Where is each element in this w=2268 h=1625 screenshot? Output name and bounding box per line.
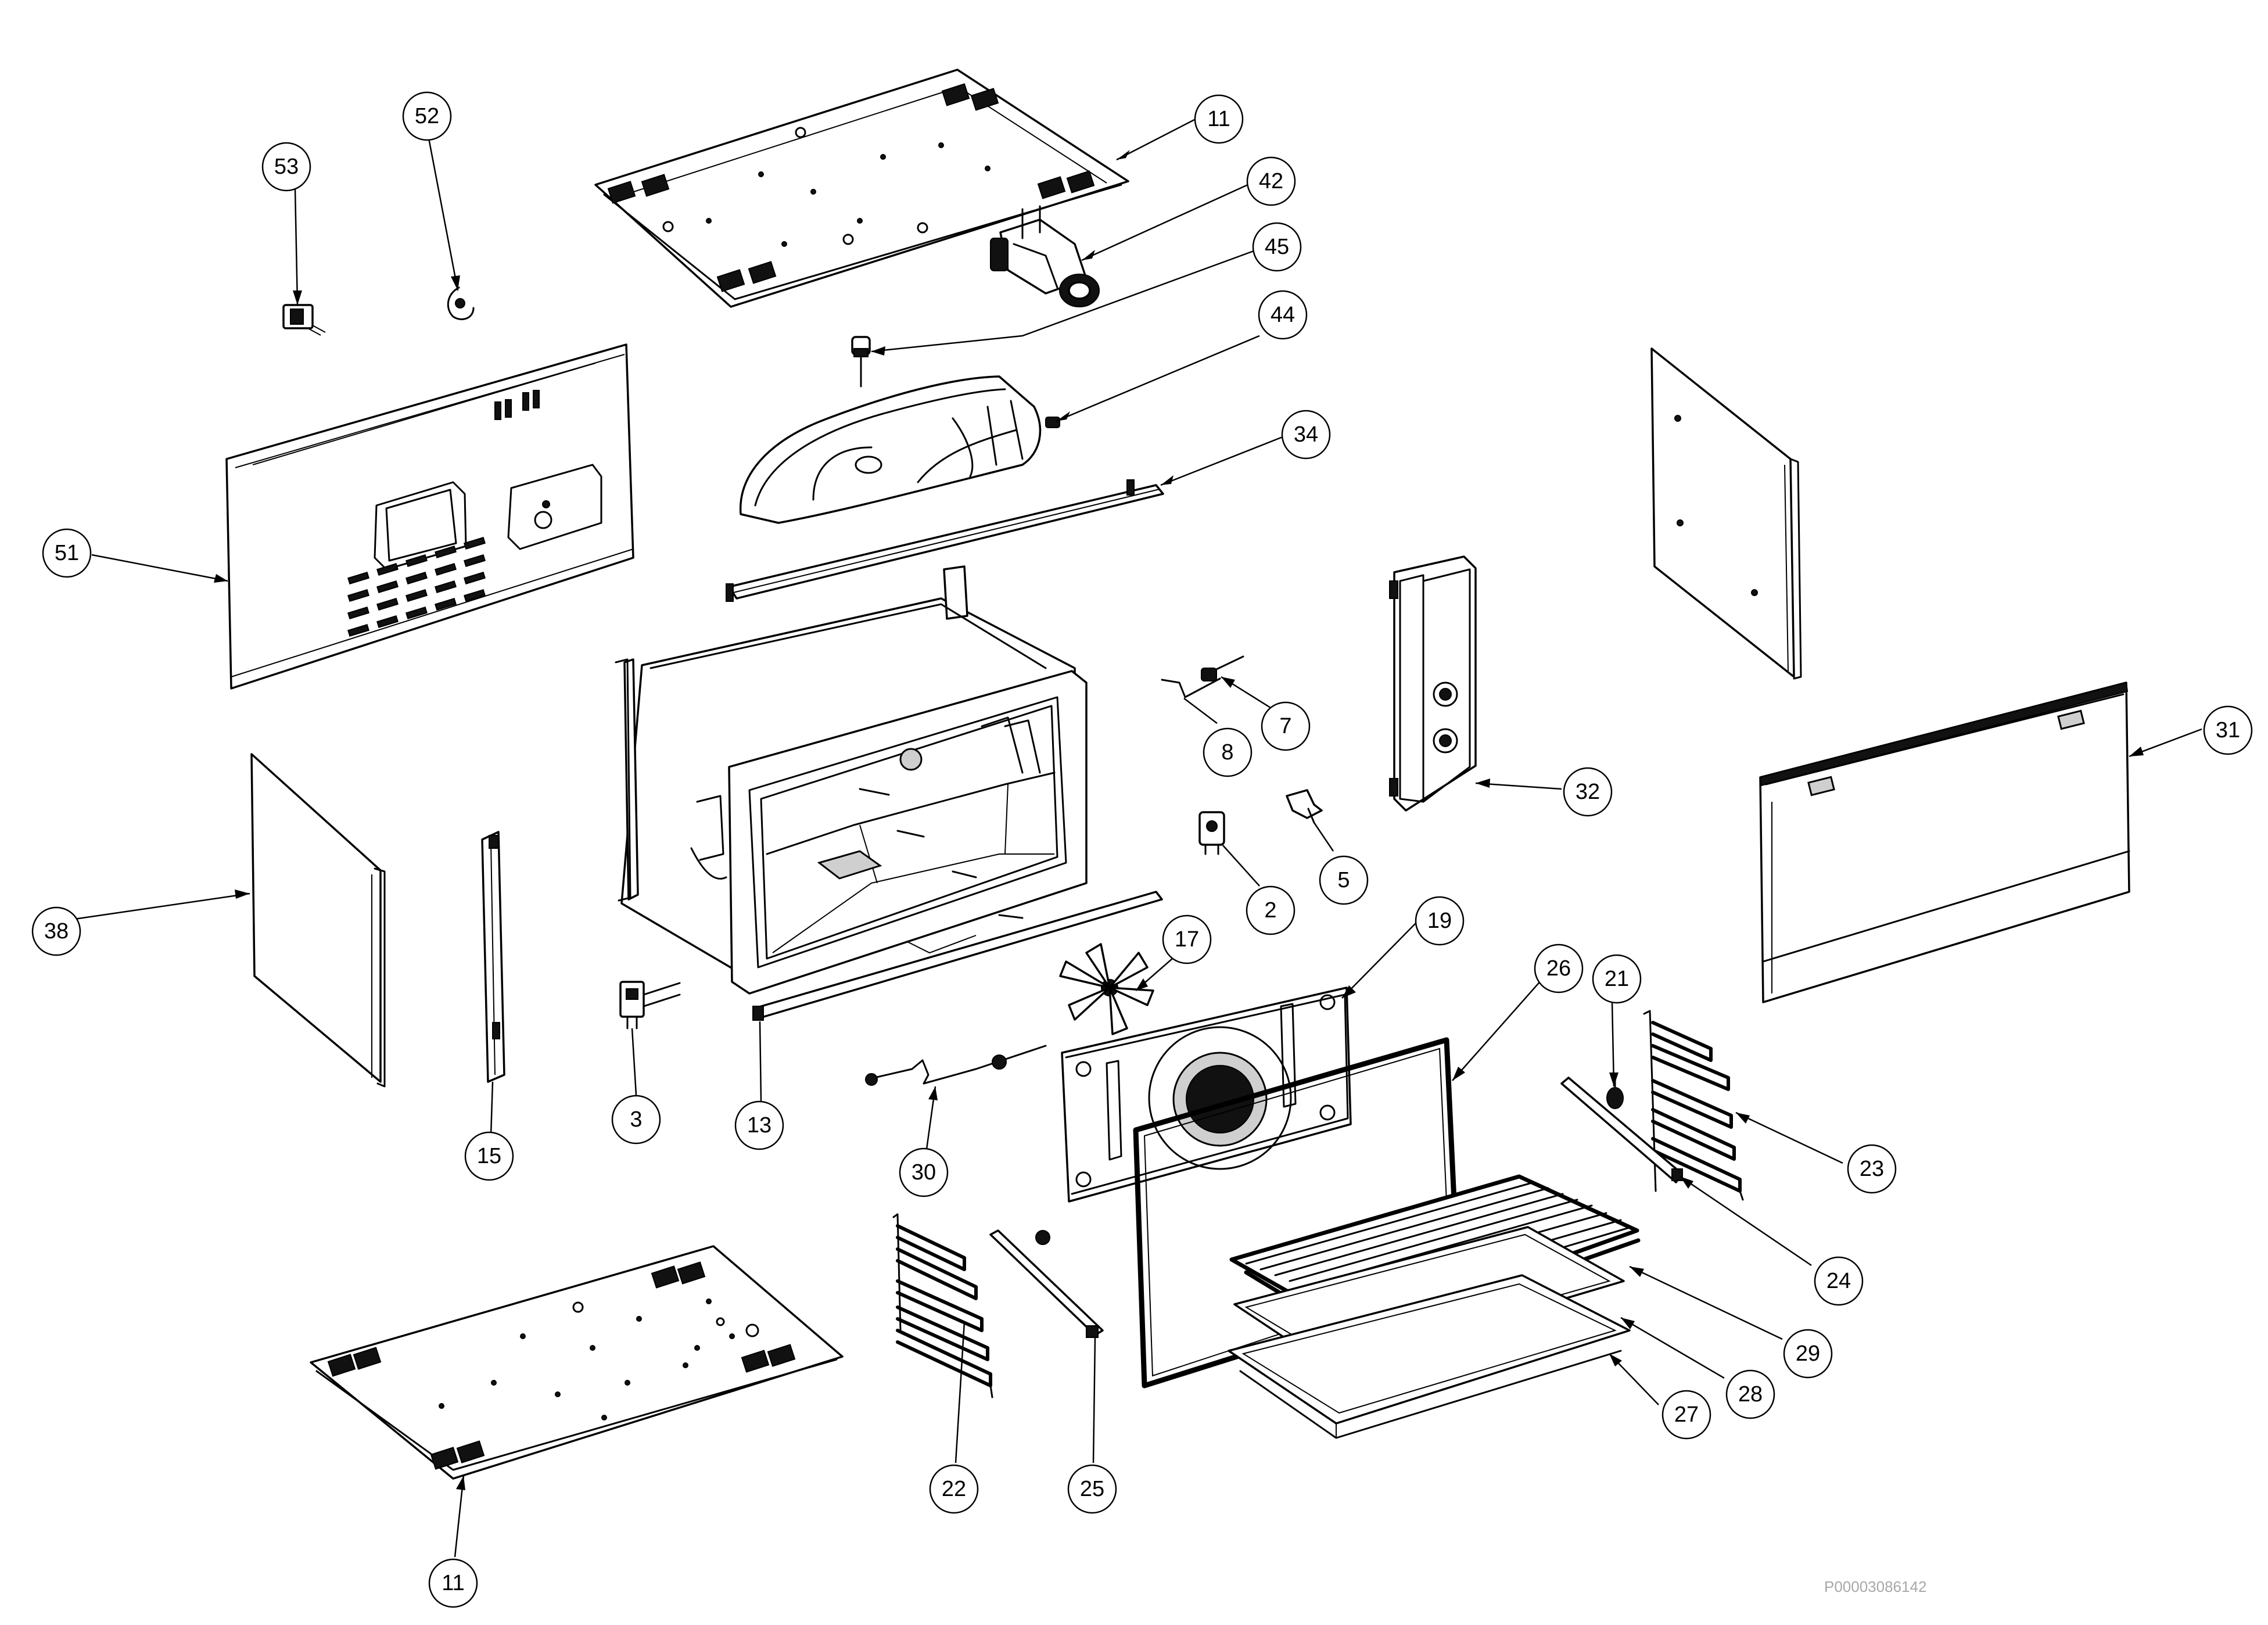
part-small-bracket xyxy=(1286,789,1323,824)
callout-44: 44 xyxy=(1258,290,1308,340)
callout-42: 42 xyxy=(1246,156,1296,206)
svg-text:28: 28 xyxy=(1738,1382,1763,1407)
part-right-runner xyxy=(1560,1077,1683,1183)
part-connector-block xyxy=(282,304,326,336)
part-motor-bracket xyxy=(990,205,1100,307)
part-lamp-fitting xyxy=(851,336,871,388)
callout-7: 7 xyxy=(1261,701,1311,751)
svg-text:21: 21 xyxy=(1605,967,1629,991)
part-left-side-panel xyxy=(250,753,386,1088)
svg-text:27: 27 xyxy=(1674,1402,1699,1427)
part-vertical-runner xyxy=(481,831,505,1083)
callout-51: 51 xyxy=(42,528,92,578)
part-knob xyxy=(1606,1079,1624,1109)
svg-text:24: 24 xyxy=(1826,1269,1851,1293)
svg-text:38: 38 xyxy=(44,919,69,944)
svg-text:44: 44 xyxy=(1271,303,1295,327)
svg-text:51: 51 xyxy=(55,541,79,565)
part-right-side-panel xyxy=(1650,347,1802,680)
svg-text:15: 15 xyxy=(477,1144,501,1168)
svg-text:30: 30 xyxy=(911,1160,936,1185)
callout-8: 8 xyxy=(1203,727,1253,777)
callout-28: 28 xyxy=(1725,1369,1775,1419)
svg-text:31: 31 xyxy=(2216,718,2240,742)
callout-30: 30 xyxy=(899,1147,949,1197)
svg-text:52: 52 xyxy=(415,104,439,128)
svg-text:53: 53 xyxy=(274,155,299,179)
part-long-rail xyxy=(726,479,1164,602)
callout-34: 34 xyxy=(1281,410,1331,460)
callout-21: 21 xyxy=(1592,954,1642,1004)
part-back-panel xyxy=(225,343,634,690)
svg-text:13: 13 xyxy=(747,1113,771,1138)
svg-text:29: 29 xyxy=(1796,1341,1820,1366)
part-deep-pan xyxy=(1228,1274,1631,1439)
callout-38: 38 xyxy=(31,906,81,956)
part-oven-door xyxy=(1759,681,2130,1003)
svg-text:17: 17 xyxy=(1175,927,1199,952)
svg-text:8: 8 xyxy=(1221,740,1233,765)
svg-text:2: 2 xyxy=(1264,898,1276,923)
leader-lines xyxy=(74,118,2202,1558)
part-thermostat xyxy=(1198,811,1225,855)
svg-text:7: 7 xyxy=(1279,714,1291,738)
svg-text:32: 32 xyxy=(1576,780,1600,804)
callout-27: 27 xyxy=(1661,1390,1711,1440)
callout-25: 25 xyxy=(1067,1464,1117,1514)
part-heating-element xyxy=(865,1045,1047,1086)
part-sensor-wire xyxy=(1161,655,1244,698)
callout-22: 22 xyxy=(929,1464,979,1514)
callout-17: 17 xyxy=(1162,914,1212,964)
part-bottom-panel xyxy=(310,1245,844,1480)
part-switch xyxy=(619,981,681,1029)
callout-5: 5 xyxy=(1319,855,1369,905)
part-air-duct xyxy=(739,375,1060,524)
callout-52: 52 xyxy=(402,91,452,141)
drawing-reference-code: P00003086142 xyxy=(1824,1578,1926,1595)
svg-text:25: 25 xyxy=(1080,1477,1104,1501)
callout-23: 23 xyxy=(1847,1144,1897,1194)
part-fan-panel xyxy=(1061,987,1352,1203)
callout-15: 15 xyxy=(464,1131,514,1181)
part-oven-cavity xyxy=(615,565,1163,1021)
part-fan-blade xyxy=(1059,943,1154,1035)
callout-53: 53 xyxy=(261,142,311,192)
svg-text:23: 23 xyxy=(1860,1157,1884,1181)
svg-text:11: 11 xyxy=(1207,107,1230,131)
svg-text:19: 19 xyxy=(1427,909,1452,933)
part-left-runner xyxy=(989,1229,1104,1338)
callout-26: 26 xyxy=(1534,944,1584,993)
svg-text:34: 34 xyxy=(1294,422,1318,447)
part-wire-clip xyxy=(447,286,475,320)
callout-3: 3 xyxy=(611,1095,661,1145)
part-control-panel xyxy=(1389,555,1477,812)
part-left-shelf-support xyxy=(892,1213,993,1398)
callout-31: 31 xyxy=(2203,705,2253,755)
callout-45: 45 xyxy=(1252,222,1302,272)
callout-11-top: 11 xyxy=(1194,94,1244,144)
svg-text:11: 11 xyxy=(442,1571,464,1595)
callout-32: 32 xyxy=(1563,767,1613,817)
callout-13: 13 xyxy=(734,1100,784,1150)
svg-text:45: 45 xyxy=(1265,235,1289,259)
svg-text:26: 26 xyxy=(1546,956,1571,981)
callout-19: 19 xyxy=(1415,896,1465,946)
callout-11-bottom: 11 xyxy=(428,1558,478,1608)
svg-text:3: 3 xyxy=(630,1107,642,1132)
part-top-panel xyxy=(594,69,1129,308)
callout-24: 24 xyxy=(1814,1256,1864,1306)
callout-29: 29 xyxy=(1783,1329,1833,1379)
part-right-shelf-support xyxy=(1643,1010,1744,1201)
svg-text:42: 42 xyxy=(1259,169,1283,193)
svg-text:22: 22 xyxy=(942,1477,966,1501)
svg-text:5: 5 xyxy=(1337,868,1350,892)
callout-2: 2 xyxy=(1246,885,1296,935)
